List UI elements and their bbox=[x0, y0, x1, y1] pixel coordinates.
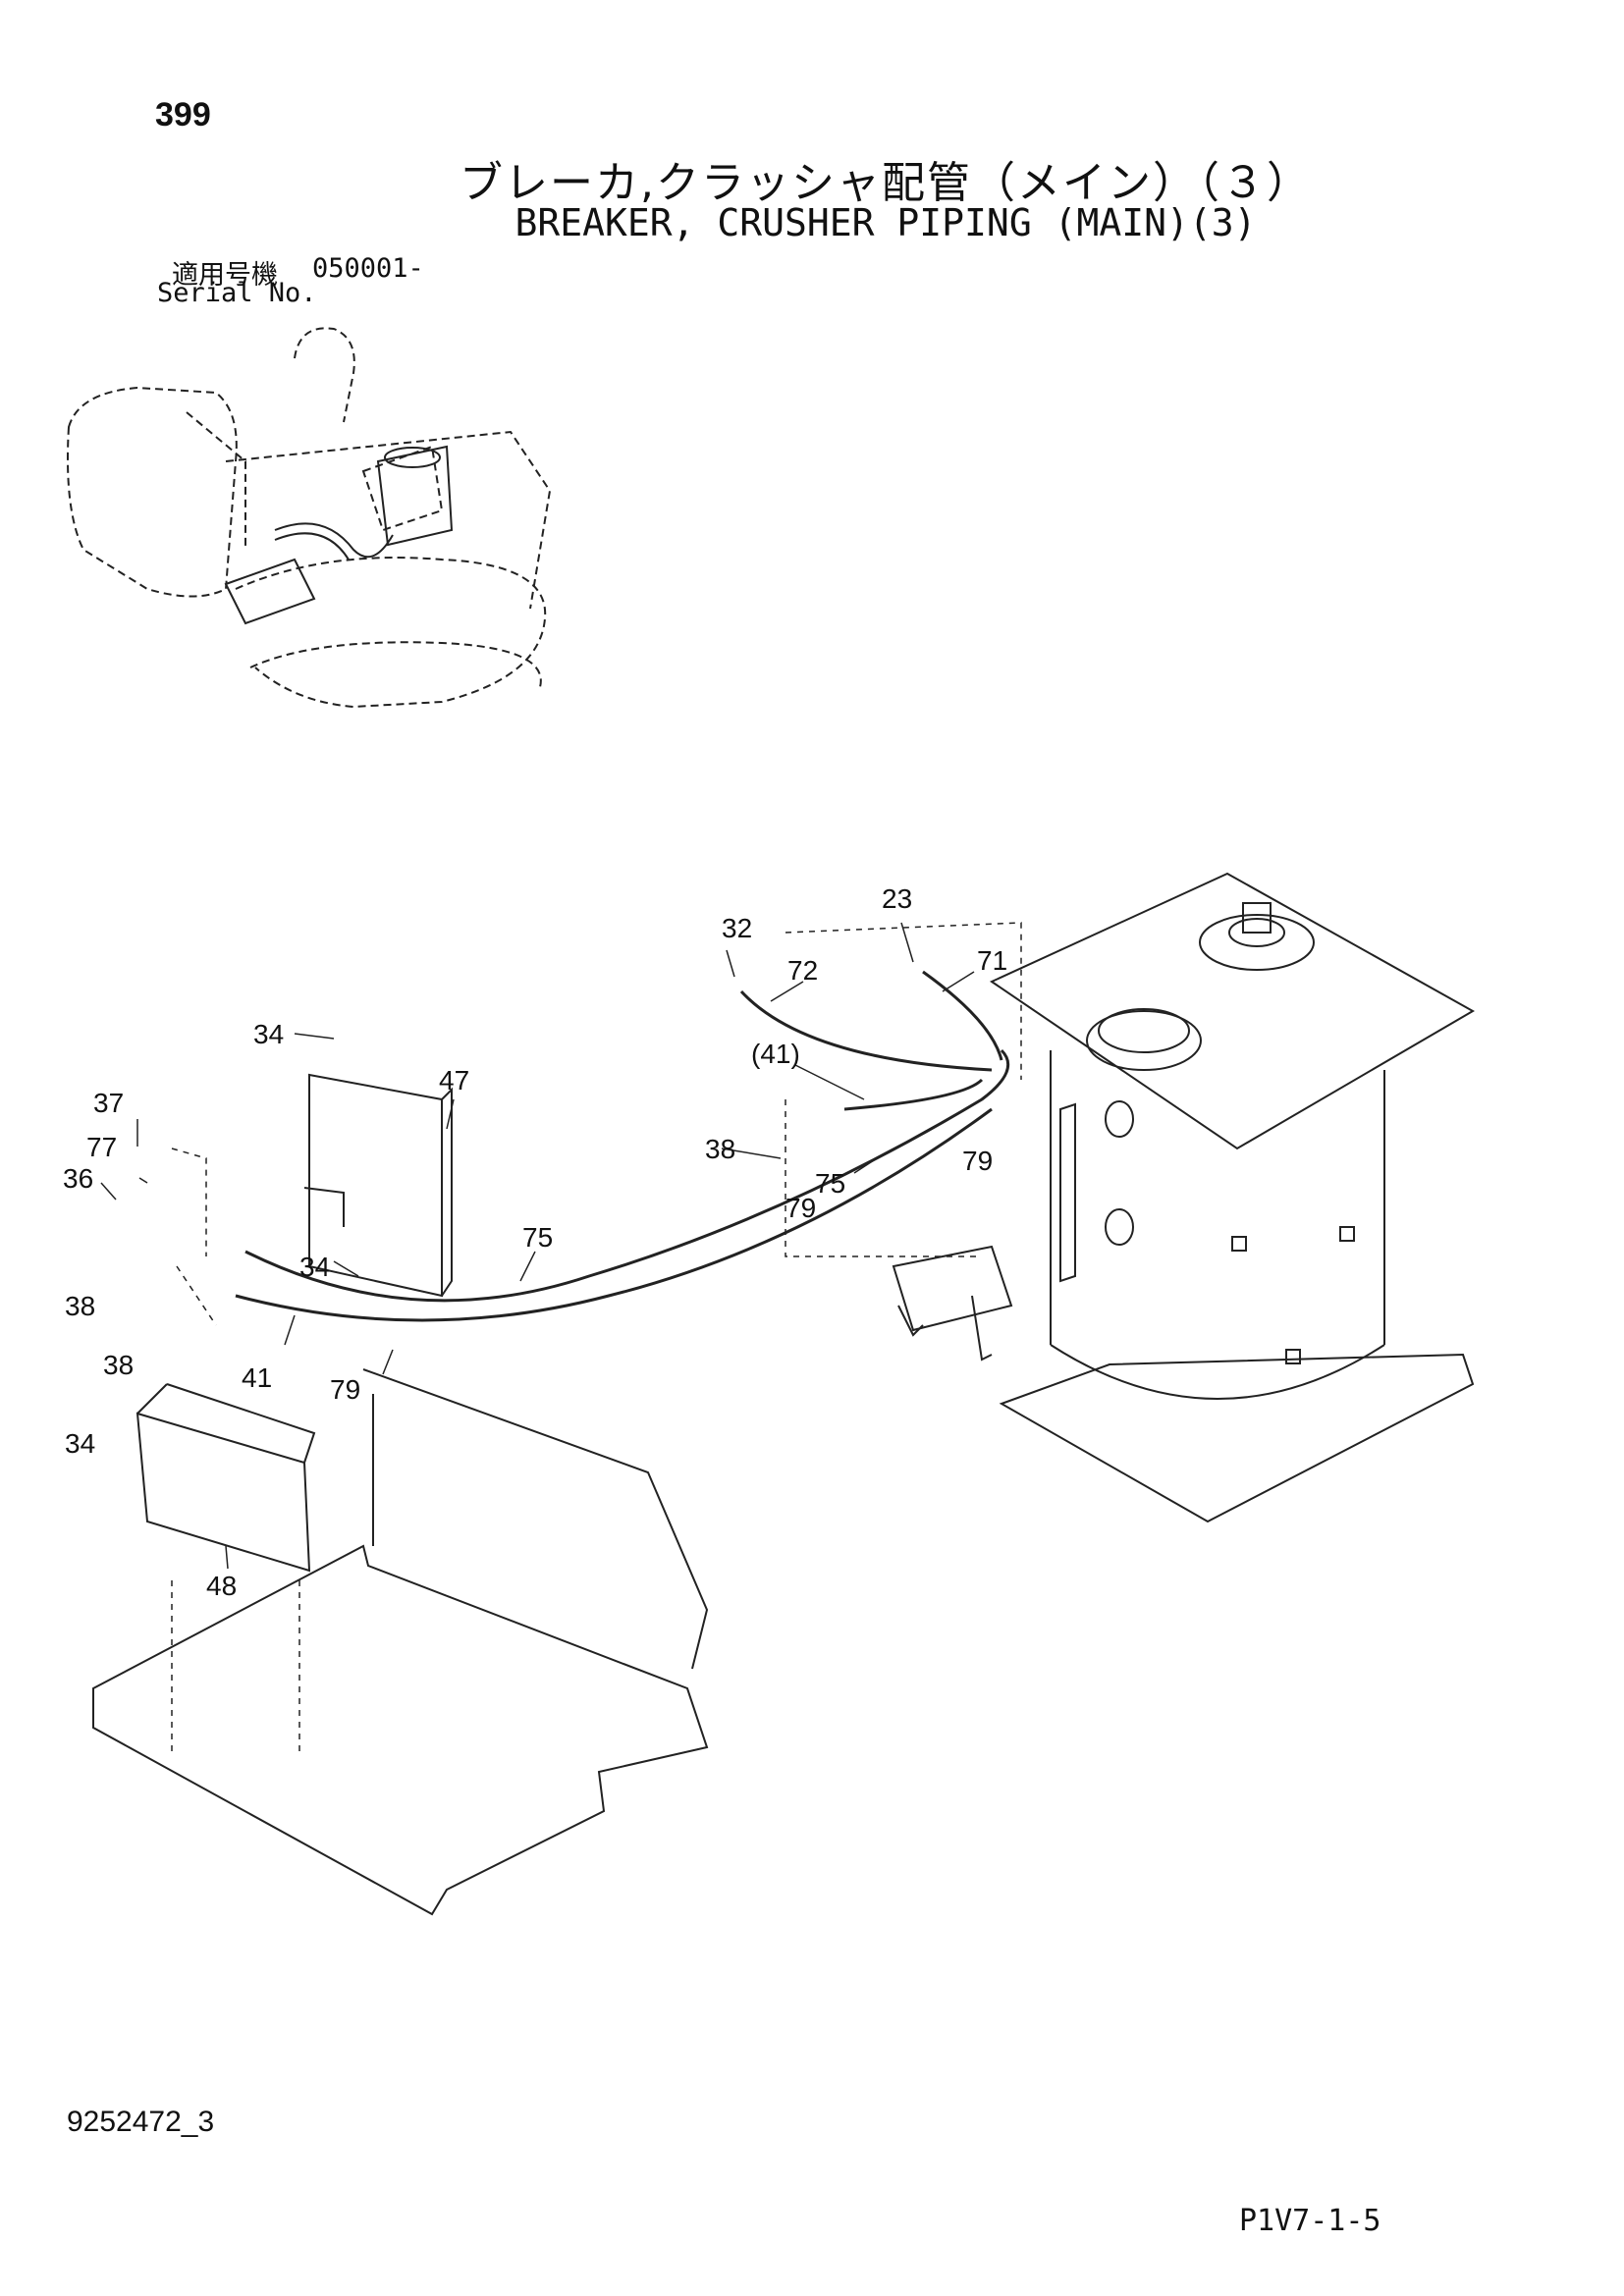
leader-lines bbox=[100, 922, 975, 1570]
callout-75-right: 75 bbox=[815, 1168, 845, 1199]
hydraulic-hoses bbox=[235, 970, 1010, 1322]
callout-77: 77 bbox=[86, 1132, 117, 1162]
callout-41: 41 bbox=[242, 1362, 272, 1393]
floor-plate bbox=[92, 1368, 709, 1916]
hydraulic-tank bbox=[989, 872, 1476, 1523]
callout-72: 72 bbox=[787, 955, 818, 986]
callout-labels: 32 23 72 71 (41) 34 47 37 77 36 38 38 38… bbox=[63, 883, 1007, 1601]
callout-23: 23 bbox=[882, 883, 912, 914]
callout-34-low: 34 bbox=[65, 1428, 95, 1459]
callout-38-lower: 38 bbox=[103, 1350, 134, 1380]
callout-41-ref: (41) bbox=[751, 1039, 800, 1069]
callout-32: 32 bbox=[722, 913, 752, 943]
serial-value: 050001- bbox=[312, 253, 424, 284]
callout-34-mid: 34 bbox=[299, 1252, 330, 1282]
callout-48: 48 bbox=[206, 1571, 237, 1601]
callout-47: 47 bbox=[439, 1065, 469, 1095]
title-english: BREAKER, CRUSHER PIPING (MAIN)(3) bbox=[514, 201, 1257, 244]
document-number: 9252472_3 bbox=[67, 2106, 215, 2138]
title-japanese: ブレーカ,クラッシャ配管（メイン）（３） bbox=[460, 158, 1312, 208]
dashed-assembly-lines bbox=[171, 922, 1022, 1757]
callout-79-low: 79 bbox=[330, 1374, 360, 1405]
callout-38-left: 38 bbox=[65, 1291, 95, 1321]
callout-75-mid: 75 bbox=[522, 1222, 553, 1253]
page-code: P1V7-1-5 bbox=[1239, 2204, 1381, 2238]
valve-manifold bbox=[892, 1245, 1013, 1362]
callout-36: 36 bbox=[63, 1163, 93, 1194]
callout-79-mid: 79 bbox=[785, 1193, 816, 1223]
serial-label-english: Serial No. bbox=[157, 278, 317, 308]
callout-38-right: 38 bbox=[705, 1134, 735, 1164]
callout-71: 71 bbox=[977, 945, 1007, 976]
page-number: 399 bbox=[155, 96, 211, 133]
callout-34-top: 34 bbox=[253, 1019, 284, 1049]
callout-37: 37 bbox=[93, 1088, 124, 1118]
mounting-plate bbox=[303, 1073, 453, 1298]
callout-79-right: 79 bbox=[962, 1146, 993, 1176]
serial-label-japanese: 適用号機 bbox=[172, 260, 278, 291]
cover-bracket bbox=[135, 1383, 316, 1573]
